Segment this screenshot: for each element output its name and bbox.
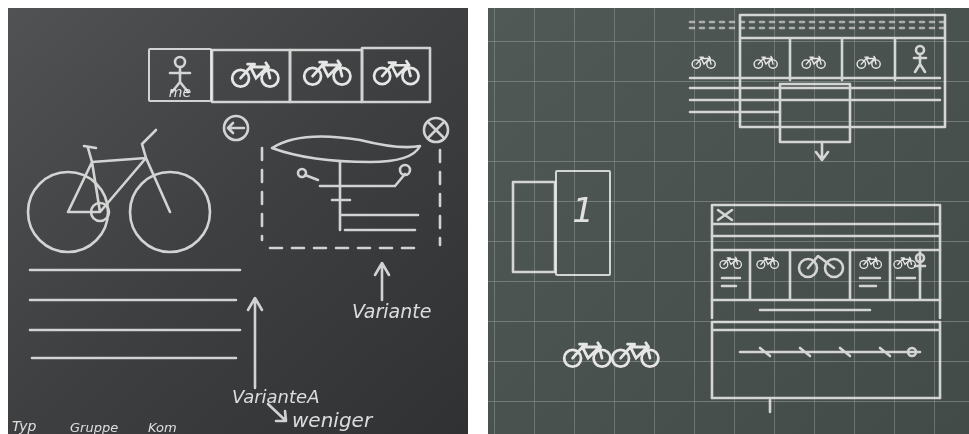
profile-tab: me — [148, 48, 212, 102]
chalk-note: VarianteA — [232, 386, 319, 407]
chalk-note: Typ — [12, 418, 37, 434]
node-text: me — [150, 84, 210, 100]
chalk-note: Variante — [352, 300, 431, 322]
chalk-note: Gruppe — [70, 420, 118, 434]
chalk-note: weniger — [292, 408, 372, 432]
node-text: 1 — [557, 190, 609, 230]
card-box: 1 — [555, 170, 611, 276]
chalk-note: Kom — [148, 420, 177, 434]
